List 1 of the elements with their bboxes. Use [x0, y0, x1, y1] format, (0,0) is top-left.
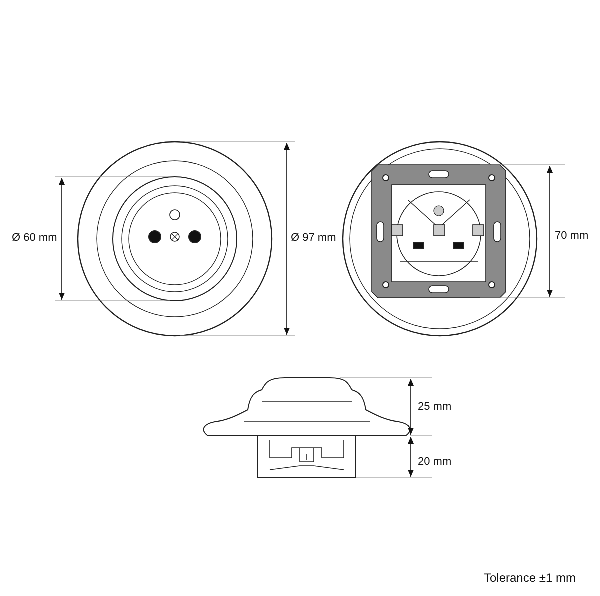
tolerance-note: Tolerance ±1 mm	[484, 572, 576, 585]
